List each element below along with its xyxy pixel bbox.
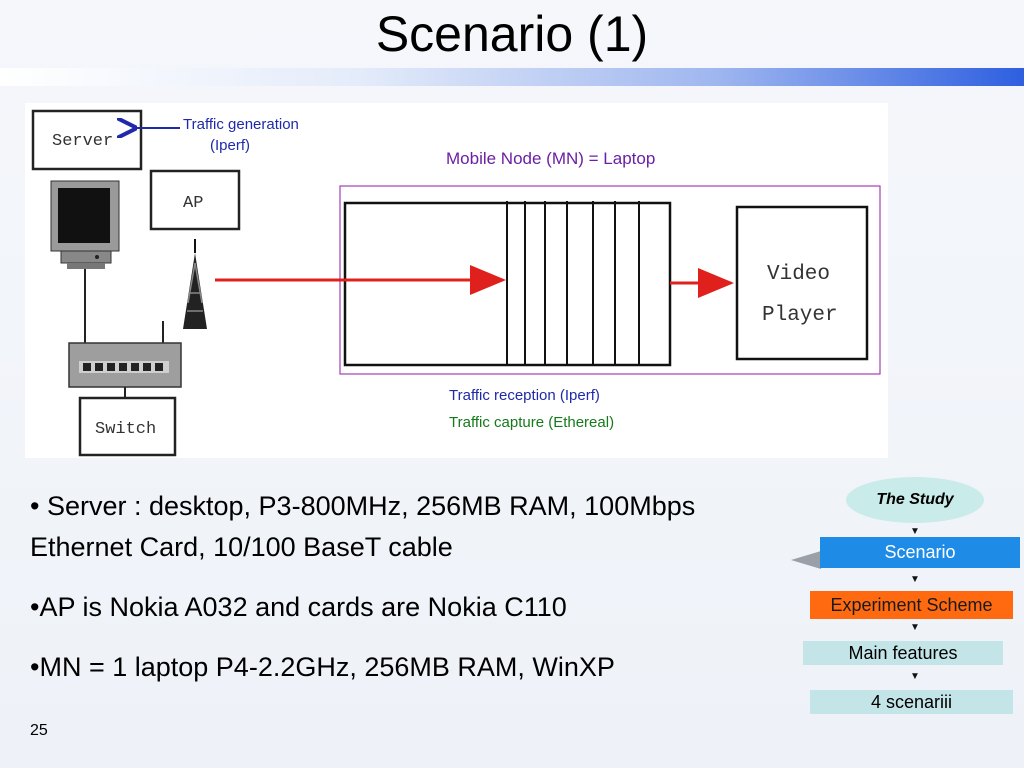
ap-label: AP	[183, 194, 203, 213]
bullet-item-server: • Server : desktop, P3-800MHz, 256MB RAM…	[30, 491, 696, 562]
server-label: Server	[52, 132, 113, 151]
bullet-item-ap: •AP is Nokia A032 and cards are Nokia C1…	[30, 592, 567, 622]
traffic-reception-label: Traffic reception (Iperf)	[449, 387, 600, 404]
switch-label: Switch	[95, 420, 156, 439]
video-player-box: Video Player	[735, 205, 869, 361]
title-underline-bar	[0, 68, 1024, 86]
down-arrow-icon: ▼	[910, 526, 920, 537]
ap-box: AP	[149, 169, 241, 231]
switch-box: Switch	[78, 396, 177, 457]
nav-experiment-scheme[interactable]: Experiment Scheme	[810, 591, 1013, 619]
video-label: Video	[767, 263, 830, 286]
player-label: Player	[762, 304, 838, 327]
current-section-pointer-icon	[791, 551, 821, 569]
desktop-computer-icon	[50, 180, 120, 269]
bullet-list: • Server : desktop, P3-800MHz, 256MB RAM…	[30, 486, 790, 707]
receive-buffer-box	[343, 201, 672, 367]
nav-main-features[interactable]: Main features	[803, 641, 1003, 665]
bullet-item-mn: •MN = 1 laptop P4-2.2GHz, 256MB RAM, Win…	[30, 652, 615, 682]
switch-device-icon	[68, 342, 182, 388]
down-arrow-icon: ▼	[910, 622, 920, 633]
page-number: 25	[30, 722, 48, 739]
nav-scenario[interactable]: Scenario	[820, 537, 1020, 568]
traffic-capture-label: Traffic capture (Ethereal)	[449, 414, 614, 431]
slide-title: Scenario (1)	[375, 6, 649, 62]
network-diagram-svg: Server Traffic generation (Iperf) AP	[31, 109, 881, 457]
traffic-generation-label: Traffic generation	[183, 116, 299, 133]
nav-the-study[interactable]: The Study	[846, 477, 984, 523]
nav-4-scenarios[interactable]: 4 scenariii	[810, 690, 1013, 714]
mobile-node-label: Mobile Node (MN) = Laptop	[446, 149, 655, 168]
ap-to-switch-cable	[162, 321, 164, 343]
server-box: Server	[31, 109, 143, 171]
network-diagram: Server Traffic generation (Iperf) AP	[25, 103, 888, 458]
iperf-label: (Iperf)	[210, 137, 250, 154]
down-arrow-icon: ▼	[910, 671, 920, 682]
antenna-tower-icon	[183, 239, 207, 329]
down-arrow-icon: ▼	[910, 574, 920, 585]
